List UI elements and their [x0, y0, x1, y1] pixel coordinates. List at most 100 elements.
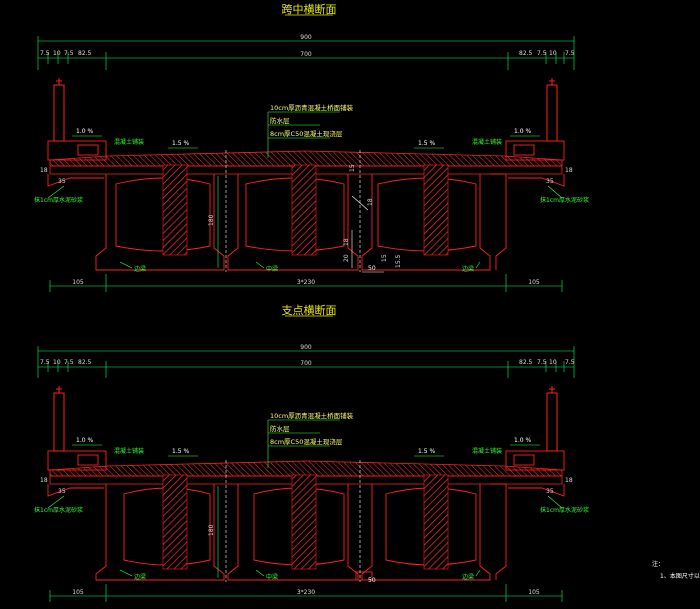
notes: 注： 1、本图尺寸以 — [652, 560, 700, 580]
layer-leader — [267, 111, 340, 158]
slope-center-right: 1.5 % — [418, 448, 435, 455]
top-dimensions — [37, 36, 575, 70]
layer-leader — [267, 419, 340, 468]
small-dim-3: 20 — [343, 254, 350, 262]
slope-left: 1.0 % — [76, 437, 93, 444]
slope-right: 1.0 % — [514, 437, 531, 444]
dim-top-2: 7.5 — [64, 359, 74, 366]
dim-inner-width: 700 — [300, 51, 312, 58]
dim-top-7: 7.5 — [565, 359, 575, 366]
dim-top-1: 10 — [53, 50, 61, 57]
dim-top-0: 7.5 — [40, 50, 50, 57]
small-dim-4: 15 — [381, 254, 388, 262]
drip-label-right: 抹1cm厚水泥砂浆 — [540, 196, 589, 204]
slope-center-right: 1.5 % — [418, 140, 435, 147]
section-title: 支点横断面 — [282, 303, 337, 317]
slope-center-left: 1.5 % — [172, 448, 189, 455]
railing-left — [53, 386, 65, 452]
bearing-mid-label: 中梁 — [266, 573, 278, 581]
box-beams — [95, 483, 507, 581]
small-dim-5: 15.5 — [395, 254, 402, 268]
bottom-gap-dim: 50 — [368, 265, 376, 272]
side-height-right: 18 — [565, 167, 573, 174]
dim-top-6: 10 — [549, 50, 557, 57]
deck-slab — [49, 460, 563, 485]
drip-label-right: 抹1cm厚水泥砂浆 — [540, 506, 589, 514]
bearing-left-label: 边梁 — [134, 265, 146, 273]
joint-lines — [225, 150, 361, 272]
slope-arrows — [72, 135, 540, 149]
bearing-mid-label: 中梁 — [266, 265, 278, 273]
slope-left: 1.0 % — [76, 128, 93, 135]
bearing-left-label: 边梁 — [134, 573, 146, 581]
dim-top-5: 7.5 — [537, 359, 547, 366]
small-dim-2: 18 — [343, 238, 350, 246]
curb-left — [47, 140, 107, 187]
dim-inner-width: 700 — [300, 360, 312, 367]
hatched-diaphragms — [162, 474, 449, 570]
bottom-dim-0: 105 — [72, 589, 84, 596]
dim-top-5: 7.5 — [537, 50, 547, 57]
bottom-dimensions — [49, 274, 563, 292]
edge-dim-left: 35 — [58, 488, 66, 495]
bearing-right-label: 边梁 — [462, 573, 474, 581]
curb-right-label: 混凝土铺装 — [472, 138, 502, 146]
layer-label-waterproof: 防水层 — [270, 424, 290, 433]
drip-label-left: 抹1cm厚水泥砂浆 — [34, 506, 83, 514]
edge-dim-left: 35 — [58, 178, 66, 185]
curb-left-label: 混凝土铺装 — [114, 447, 144, 455]
slope-arrows — [72, 444, 540, 457]
bottom-dim-2: 105 — [528, 589, 540, 596]
bottom-dim-2: 105 — [528, 279, 540, 286]
edge-dim-right: 35 — [546, 178, 554, 185]
hatched-diaphragms — [162, 164, 449, 256]
railing-right — [546, 78, 558, 142]
dim-total-width: 900 — [300, 344, 312, 351]
bearing-right-label: 边梁 — [462, 265, 474, 273]
side-height-left: 18 — [40, 167, 48, 174]
slope-center-left: 1.5 % — [172, 140, 189, 147]
dim-top-0: 7.5 — [40, 359, 50, 366]
deck-slab — [49, 150, 563, 175]
layer-label-concrete: 8cm厚C50混凝土现浇层 — [270, 437, 343, 446]
web-height-dim: 180 — [208, 214, 215, 226]
section-support: 支点横断面 900 700 7.5 10 7.5 82.5 82.5 7.5 1… — [34, 303, 589, 602]
bottom-dimensions — [49, 584, 563, 602]
curb-left — [47, 450, 107, 497]
railing-right — [546, 386, 558, 452]
bottom-dim-1: 3*230 — [297, 279, 315, 286]
side-height-left: 18 — [40, 477, 48, 484]
curb-right-label: 混凝土铺装 — [472, 447, 502, 455]
small-dim-1: 18 — [367, 198, 374, 206]
dim-top-3: 82.5 — [78, 359, 92, 366]
section-title: 跨中横断面 — [282, 2, 337, 16]
layer-label-asphalt: 10cm厚沥青混凝土桥面铺装 — [270, 411, 354, 420]
curb-right — [505, 140, 565, 187]
dim-top-7: 7.5 — [565, 50, 575, 57]
side-height-right: 18 — [565, 477, 573, 484]
box-beams — [95, 173, 507, 271]
bottom-dim-1: 3*230 — [297, 589, 315, 596]
small-dim-0: 15 — [349, 164, 356, 172]
bottom-gap-dim: 50 — [368, 577, 376, 584]
dim-top-2: 7.5 — [64, 50, 74, 57]
curb-right — [505, 450, 565, 497]
web-height-dim: 180 — [208, 524, 215, 536]
dim-top-3: 82.5 — [78, 50, 92, 57]
layer-label-concrete: 8cm厚C50混凝土现浇层 — [270, 129, 343, 138]
dim-total-width: 900 — [300, 34, 312, 41]
notes-heading: 注： — [652, 560, 664, 568]
notes-line-1: 1、本图尺寸以 — [660, 572, 700, 580]
railing-left — [53, 78, 65, 142]
layer-label-asphalt: 10cm厚沥青混凝土桥面铺装 — [270, 103, 354, 112]
section-midspan: 跨中横断面 900 700 7.5 10 7.5 82.5 82.5 7.5 1… — [34, 2, 589, 292]
edge-dim-right: 35 — [546, 488, 554, 495]
dim-top-4: 82.5 — [519, 50, 533, 57]
slope-right: 1.0 % — [514, 128, 531, 135]
curb-left-label: 混凝土铺装 — [114, 138, 144, 146]
drip-label-left: 抹1cm厚水泥砂浆 — [34, 196, 83, 204]
top-dimensions — [37, 346, 575, 378]
layer-label-waterproof: 防水层 — [270, 116, 290, 125]
dim-top-1: 10 — [53, 359, 61, 366]
